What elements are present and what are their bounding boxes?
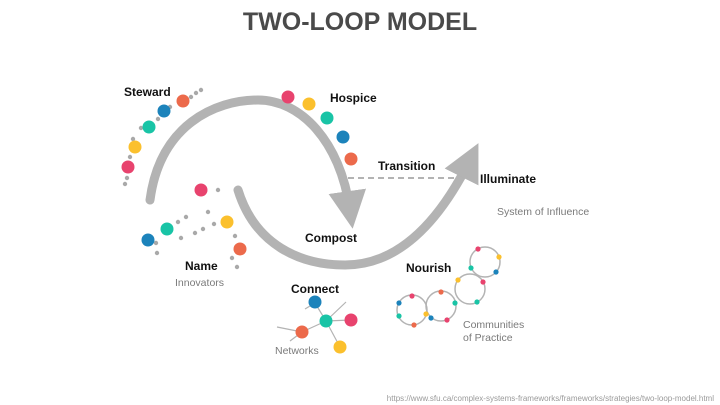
- innovator-dot: [183, 214, 189, 220]
- communities-label-line2: of Practice: [463, 332, 513, 344]
- community-dot: [411, 322, 417, 328]
- innovator-dot: [194, 183, 208, 197]
- innovator-dot: [141, 233, 155, 247]
- community-dot: [455, 277, 461, 283]
- steward-dot: [128, 140, 142, 154]
- community-dot: [475, 246, 481, 252]
- illuminate-label: Illuminate: [480, 172, 536, 186]
- steward-label: Steward: [124, 85, 171, 99]
- community-dot: [452, 300, 458, 306]
- innovator-dot: [215, 187, 221, 193]
- steward-dot: [124, 175, 130, 181]
- old-system-loop-arrow: [145, 95, 367, 229]
- innovator-dot: [234, 264, 240, 270]
- hospice-label: Hospice: [330, 91, 377, 105]
- hospice-dot: [320, 111, 334, 125]
- steward-dot: [127, 154, 133, 160]
- community-dot: [396, 313, 402, 319]
- communities-label-line1: Communities: [463, 319, 524, 331]
- new-system-loop-arrow: [233, 143, 479, 270]
- innovator-dot: [211, 221, 217, 227]
- steward-dot: [193, 90, 199, 96]
- community-ring: [396, 294, 428, 326]
- hospice-dot: [344, 152, 358, 166]
- innovator-dot: [153, 240, 159, 246]
- community-dot: [468, 265, 474, 271]
- system-of-influence-label: System of Influence: [497, 206, 589, 218]
- community-dot: [409, 293, 415, 299]
- network-node: [308, 295, 322, 309]
- steward-dot: [142, 120, 156, 134]
- innovator-dots: [141, 183, 247, 270]
- steward-dot: [198, 87, 204, 93]
- networks-label: Networks: [275, 345, 319, 357]
- steward-dot: [176, 94, 190, 108]
- hospice-dot: [302, 97, 316, 111]
- community-dot: [474, 299, 480, 305]
- network-node: [333, 340, 347, 354]
- community-dot: [444, 317, 450, 323]
- steward-dot: [122, 181, 128, 187]
- hospice-dot: [281, 90, 295, 104]
- innovator-dot: [200, 226, 206, 232]
- innovator-dot: [233, 242, 247, 256]
- network-graph: [276, 295, 358, 354]
- community-dot: [423, 311, 429, 317]
- innovators-label: Innovators: [175, 277, 224, 289]
- innovator-dot: [205, 209, 211, 215]
- community-dot: [438, 289, 444, 295]
- community-dot: [493, 269, 499, 275]
- transition-label: Transition: [378, 159, 435, 173]
- innovator-dot: [154, 250, 160, 256]
- network-node: [319, 314, 333, 328]
- innovator-dot: [175, 219, 181, 225]
- innovator-dot: [229, 255, 235, 261]
- community-dot: [428, 315, 434, 321]
- hospice-dots: [281, 90, 358, 166]
- network-node: [295, 325, 309, 339]
- steward-dot: [188, 94, 194, 100]
- steward-dot: [157, 104, 171, 118]
- innovator-dot: [178, 235, 184, 241]
- innovator-dot: [220, 215, 234, 229]
- connect-label: Connect: [291, 282, 339, 296]
- nourish-label: Nourish: [406, 261, 451, 275]
- steward-dot: [130, 136, 136, 142]
- steward-dots: [121, 87, 204, 187]
- hospice-dot: [336, 130, 350, 144]
- community-dot: [496, 254, 502, 260]
- innovator-dot: [160, 222, 174, 236]
- steward-dot: [121, 160, 135, 174]
- steward-dot: [138, 125, 144, 131]
- innovator-dot: [232, 233, 238, 239]
- community-dot: [396, 300, 402, 306]
- community-ring: [454, 273, 486, 305]
- community-dot: [480, 279, 486, 285]
- innovator-dot: [192, 230, 198, 236]
- name-label: Name: [185, 259, 218, 273]
- communities-rings: [396, 246, 502, 328]
- compost-label: Compost: [305, 231, 357, 245]
- network-node: [344, 313, 358, 327]
- page-title: TWO-LOOP MODEL: [243, 8, 477, 36]
- community-ring: [469, 246, 501, 278]
- source-url: https://www.sfu.ca/complex-systems-frame…: [387, 394, 714, 403]
- steward-dot: [155, 116, 161, 122]
